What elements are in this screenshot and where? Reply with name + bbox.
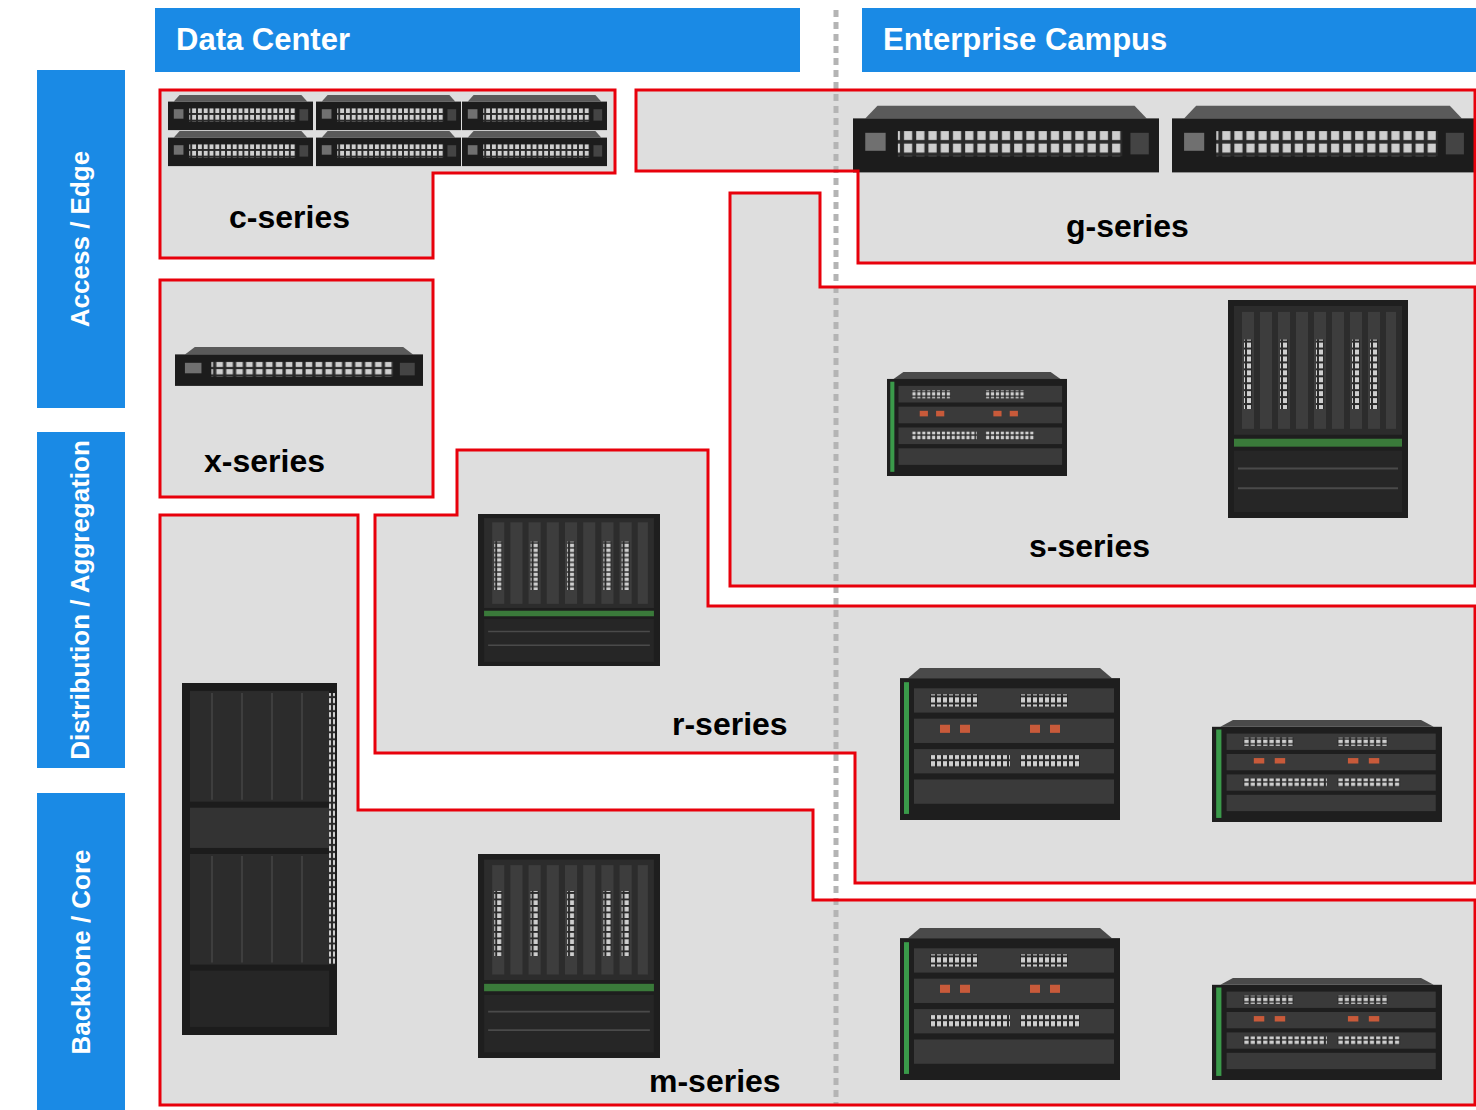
column-header: Enterprise Campus bbox=[862, 8, 1476, 72]
series-region: x-series bbox=[160, 280, 433, 497]
series-region: m-series bbox=[160, 515, 1475, 1105]
node-label: c-series bbox=[229, 199, 350, 236]
c-series-switches bbox=[168, 95, 607, 166]
region-outline-path bbox=[160, 90, 615, 258]
region-outline-path bbox=[160, 515, 1475, 1105]
g-series-switches bbox=[853, 106, 1474, 173]
region-outline bbox=[160, 90, 615, 258]
r-series-chassis bbox=[478, 514, 1442, 822]
column-header: Data Center bbox=[155, 8, 800, 72]
rotated-label-holder: Distribution / Aggregation bbox=[37, 440, 125, 760]
series-region: g-series bbox=[636, 90, 1475, 263]
series-region: r-series bbox=[375, 450, 1475, 883]
node-label: m-series bbox=[649, 1063, 781, 1100]
node-label: Backbone / Core bbox=[66, 849, 95, 1054]
rotated-label-holder: Access / Edge bbox=[37, 78, 125, 400]
node-label: Distribution / Aggregation bbox=[66, 440, 95, 760]
s-series-chassis bbox=[887, 300, 1408, 518]
x-series-switch bbox=[175, 347, 423, 386]
row-header: Access / Edge bbox=[37, 70, 125, 408]
rotated-label-holder: Backbone / Core bbox=[37, 801, 125, 1102]
region-outline-path bbox=[375, 450, 1475, 883]
node-label: s-series bbox=[1029, 528, 1150, 565]
node-label: x-series bbox=[204, 443, 325, 480]
region-fills bbox=[160, 90, 1476, 1105]
region-outline-path bbox=[636, 90, 1475, 263]
series-region: s-series bbox=[730, 193, 1475, 586]
node-label: Enterprise Campus bbox=[883, 22, 1167, 58]
series-region: c-series bbox=[160, 90, 615, 258]
node-label: Data Center bbox=[176, 22, 350, 58]
row-header: Distribution / Aggregation bbox=[37, 432, 125, 768]
region-outline bbox=[636, 90, 1475, 263]
node-label: Access / Edge bbox=[66, 151, 95, 327]
row-header: Backbone / Core bbox=[37, 793, 125, 1110]
divider-line bbox=[834, 10, 839, 1105]
node-label: r-series bbox=[672, 706, 788, 743]
node-label: g-series bbox=[1066, 208, 1189, 245]
region-outline bbox=[160, 515, 1475, 1105]
region-outline bbox=[375, 450, 1475, 883]
region-outline-path bbox=[730, 193, 1475, 586]
region-outline-path bbox=[160, 280, 433, 497]
region-outline bbox=[730, 193, 1475, 586]
